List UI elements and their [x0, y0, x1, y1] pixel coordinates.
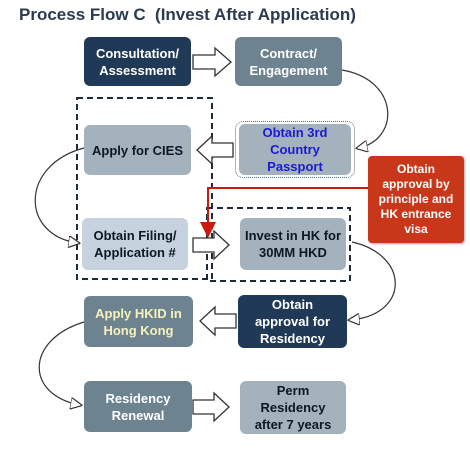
step-obtain-residency-approval-label: Obtain approval for Residency [254, 297, 331, 346]
block-arrow-consult-to-contract [192, 46, 232, 78]
block-arrow-renewal-to-perm [192, 391, 230, 423]
callout-principle-approval: Obtain approval by principle and HK entr… [368, 156, 464, 243]
curve-invest-to-residency [350, 241, 396, 320]
passport-dotted-frame [235, 121, 355, 178]
step-perm-residency: Perm Residency after 7 years [240, 381, 346, 434]
step-residency-renewal: Residency Renewal [84, 381, 192, 432]
block-arrow-passport-to-cies [196, 134, 234, 166]
step-apply-cies-label: Apply for CIES [91, 142, 183, 158]
page-title: Process Flow C (Invest After Application… [19, 5, 356, 24]
step-apply-hkid-label: Apply HKID in Hong Kong [95, 305, 182, 338]
curve-contract-to-passport [341, 69, 389, 148]
curve-cies-to-filing [34, 147, 85, 243]
step-residency-renewal-label: Residency Renewal [105, 390, 171, 423]
step-perm-residency-label: Perm Residency after 7 years [254, 383, 332, 432]
step-invest-hk-label: Invest in HK for 30MM HKD [244, 228, 342, 260]
step-obtain-passport: Obtain 3rd Country Passport [239, 124, 351, 175]
step-obtain-passport-label: Obtain 3rd Country Passport [262, 125, 328, 174]
step-obtain-residency-approval: Obtain approval for Residency [238, 295, 347, 348]
step-obtain-filing: Obtain Filing/ Application # [82, 218, 188, 270]
curve-hkid-to-renewal [38, 321, 85, 405]
step-contract: Contract/ Engagement [235, 37, 342, 86]
step-consultation-label: Consultation/ Assessment [95, 45, 180, 78]
step-invest-hk: Invest in HK for 30MM HKD [240, 218, 346, 270]
red-callout-arrow [200, 187, 368, 238]
step-apply-hkid: Apply HKID in Hong Kong [84, 296, 193, 347]
block-arrow-residency-to-hkid [199, 305, 237, 337]
callout-label: Obtain approval by principle and HK entr… [378, 162, 454, 236]
step-apply-cies: Apply for CIES [84, 125, 191, 175]
step-contract-label: Contract/ Engagement [249, 45, 328, 78]
step-obtain-filing-label: Obtain Filing/ Application # [93, 228, 177, 260]
step-consultation: Consultation/ Assessment [84, 37, 191, 86]
